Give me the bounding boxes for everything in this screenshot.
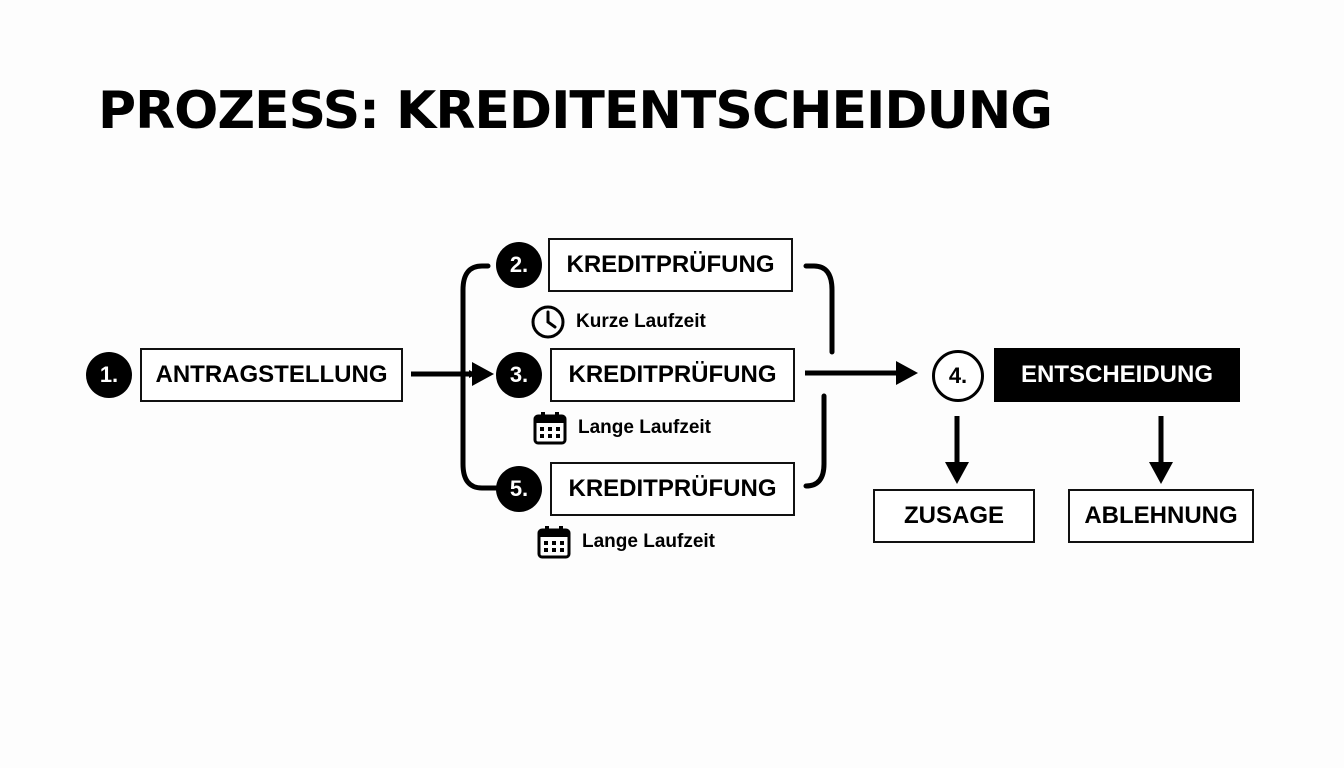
step-5-note-text: Lange Laufzeit <box>582 531 716 552</box>
clock-icon <box>531 305 565 339</box>
step-5-box: KREDITPRÜFUNG <box>550 462 795 516</box>
step-4-badge: 4. <box>932 350 984 402</box>
outcome-reject-box: ABLEHNUNG <box>1068 489 1254 543</box>
step-2-note: Kurze Laufzeit <box>530 304 706 340</box>
right-bracket-bottom <box>803 393 827 489</box>
step-2-box: KREDITPRÜFUNG <box>548 238 793 292</box>
step-1-badge: 1. <box>86 352 132 398</box>
step-5-note: Lange Laufzeit <box>536 524 715 560</box>
page-title: PROZESS: KREDITENTSCHEIDUNG <box>98 81 1053 141</box>
calendar-icon <box>533 412 567 445</box>
right-bracket-top <box>803 263 835 355</box>
step-2-badge: 2. <box>496 242 542 288</box>
outcome-approve-box: ZUSAGE <box>873 489 1035 543</box>
arrow-to-reject-head <box>1149 462 1173 484</box>
arrow-to-approve-head <box>945 462 969 484</box>
step-1-box: ANTRAGSTELLUNG <box>140 348 403 402</box>
arrow-to-review-head <box>472 362 494 386</box>
calendar-icon <box>537 526 571 559</box>
left-bracket <box>460 263 501 491</box>
step-2-note-text: Kurze Laufzeit <box>576 311 706 332</box>
step-3-box: KREDITPRÜFUNG <box>550 348 795 402</box>
step-3-note: Lange Laufzeit <box>532 410 711 446</box>
step-4-box: ENTSCHEIDUNG <box>994 348 1240 402</box>
step-5-badge: 5. <box>496 466 542 512</box>
step-3-badge: 3. <box>496 352 542 398</box>
step-3-note-text: Lange Laufzeit <box>578 417 712 438</box>
arrow-to-decision-head <box>896 361 918 385</box>
